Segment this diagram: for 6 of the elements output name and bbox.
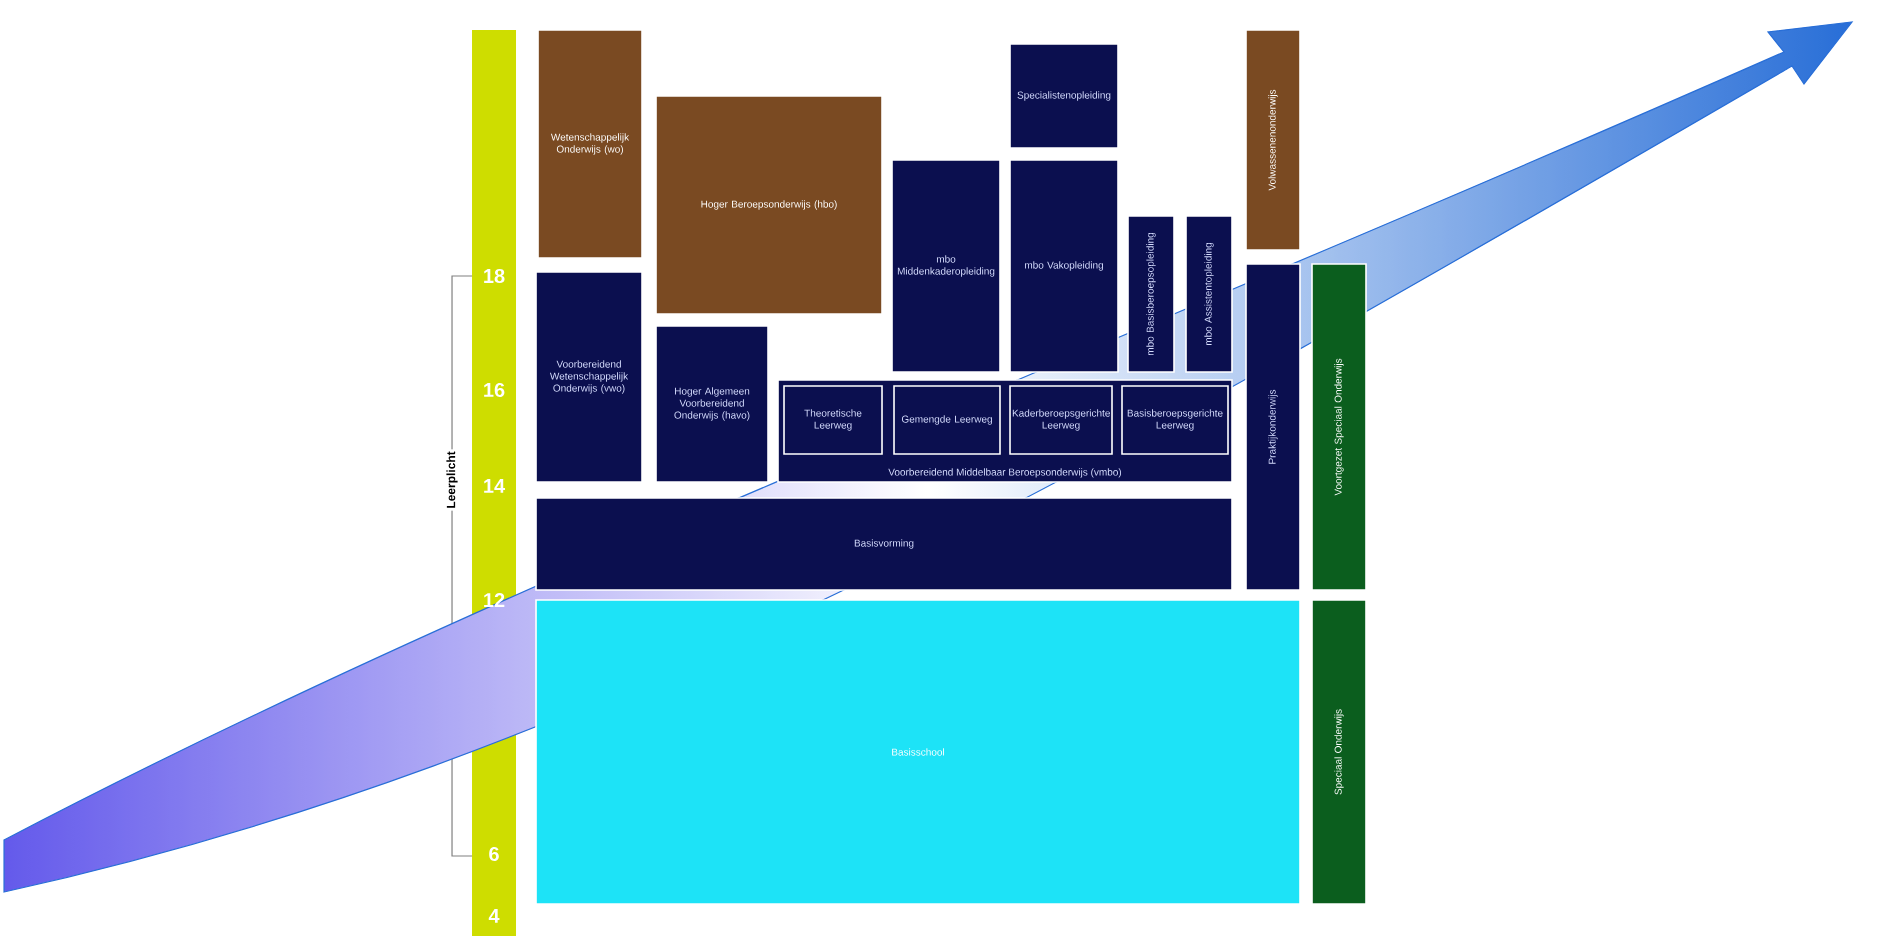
age-label: 4 <box>488 909 500 923</box>
age-label: 18 <box>484 268 505 284</box>
age-label: 6 <box>489 846 499 862</box>
age-label: 14 <box>484 479 506 493</box>
age-label: 16 <box>484 382 505 398</box>
age-label: 12 <box>484 593 505 607</box>
